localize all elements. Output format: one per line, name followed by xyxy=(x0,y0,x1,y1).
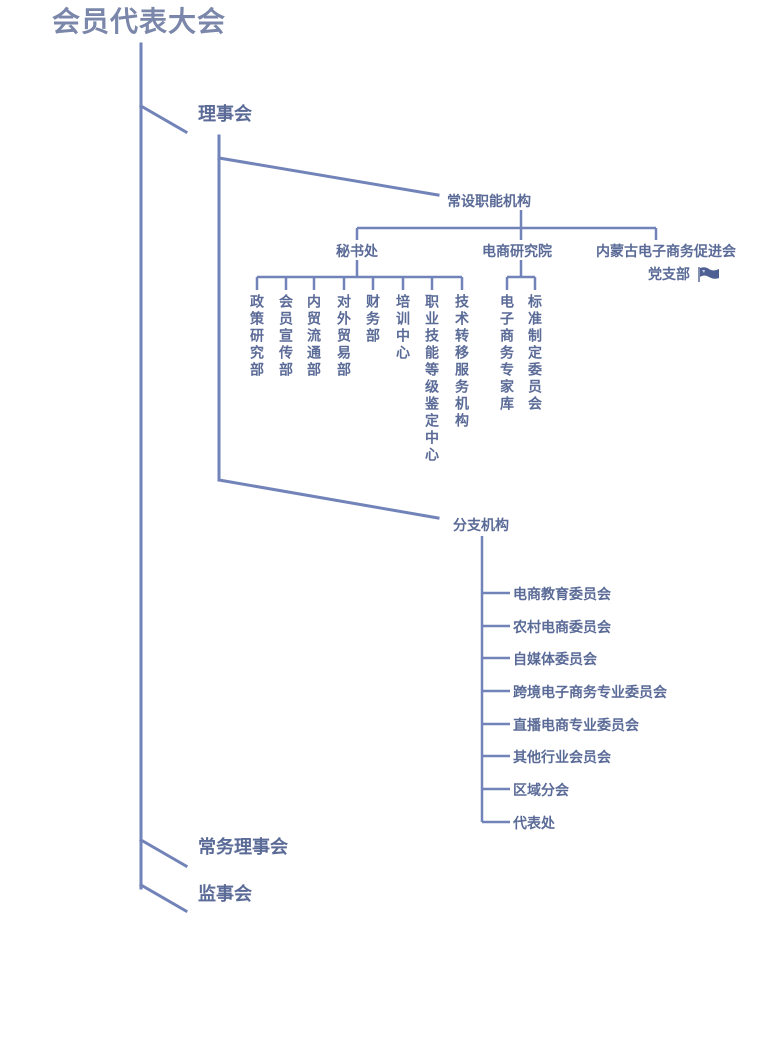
party-org-node: 内蒙古电子商务促进会 xyxy=(596,244,736,260)
branches-node: 分支机构 xyxy=(453,518,509,534)
branch-item: 其他行业会员会 xyxy=(513,750,611,766)
party-flag-icon xyxy=(698,267,719,282)
dept-training-center: 培训中心 xyxy=(394,294,410,362)
dept-policy-research: 政策研究部 xyxy=(248,294,264,379)
root-node: 会员代表大会 xyxy=(52,5,227,38)
supervisory-board-node: 监事会 xyxy=(198,884,252,905)
dept-skill-appraisal-center: 职业技能等级鉴定中心 xyxy=(423,294,439,464)
dept-member-promotion: 会员宣传部 xyxy=(277,294,293,379)
standing-bodies-node: 常设职能机构 xyxy=(447,194,531,210)
ecommerce-institute-node: 电商研究院 xyxy=(482,244,552,260)
standing-council-branch-line xyxy=(138,837,189,869)
branch-item: 跨境电子商务专业委员会 xyxy=(513,685,667,701)
dept-foreign-trade: 对外贸易部 xyxy=(335,294,351,379)
party-branch-label: 党支部 xyxy=(648,267,690,283)
dept-standards-committee: 标准制定委员会 xyxy=(526,294,542,413)
branch-item: 电商教育委员会 xyxy=(513,587,611,603)
standing-council-node: 常务理事会 xyxy=(198,837,288,858)
branch-item: 直播电商专业委员会 xyxy=(513,718,639,734)
branch-item: 代表处 xyxy=(513,816,555,832)
standing-bodies-connector xyxy=(217,156,440,197)
dept-domestic-trade: 内贸流通部 xyxy=(305,294,321,379)
dept-finance: 财务部 xyxy=(364,294,380,345)
council-node: 理事会 xyxy=(198,104,252,125)
branch-item: 农村电商委员会 xyxy=(513,620,611,636)
branches-connector xyxy=(217,478,440,520)
secretariat-node: 秘书处 xyxy=(336,244,378,260)
council-branch-line xyxy=(138,103,189,135)
dept-tech-transfer: 技术转移服务机构 xyxy=(453,294,469,430)
branch-item: 区域分会 xyxy=(513,783,569,799)
branch-item: 自媒体委员会 xyxy=(513,652,597,668)
supervisory-branch-line xyxy=(138,882,189,914)
dept-expert-pool: 电子商务专家库 xyxy=(498,294,514,413)
